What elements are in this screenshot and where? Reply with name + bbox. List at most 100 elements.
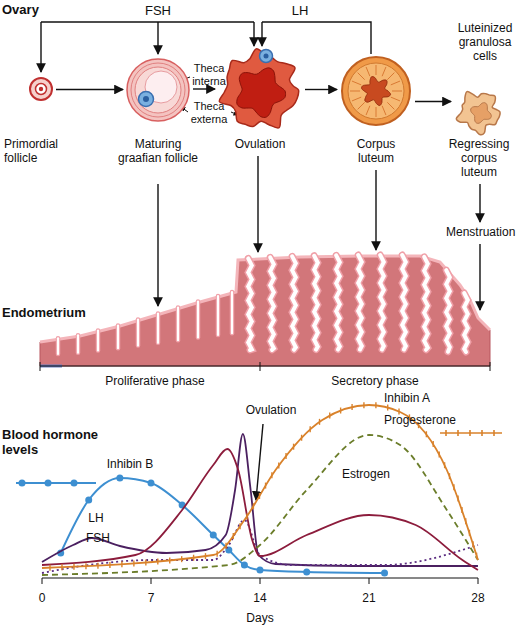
luteal-fold [352,97,361,101]
endometrial-gland [77,335,79,352]
inhibin-b-sample [16,480,96,487]
curve-tick [246,513,247,519]
fsh-arrow [157,22,158,54]
axis-tick [478,578,479,584]
luteal-fold [391,81,400,85]
curve-tick [301,435,302,441]
regressing-body [456,92,500,135]
curve-tick [285,453,286,459]
gland-rim [446,270,450,352]
panel-heading: Ovary [2,3,72,18]
stage-label: Ovulation [223,138,297,152]
event-label: Ovulation [236,404,306,418]
luteal-fold [392,91,402,92]
curve-tick [253,503,254,509]
sample-line [440,432,502,434]
inhibin-a-sample [440,430,502,436]
gland-rim [116,326,121,349]
endometrium-axis [40,362,490,371]
gland-rim [156,314,161,343]
curve-tick [97,563,98,569]
axis-tick [260,362,261,371]
gland-rim [136,320,141,346]
curve-dot [147,480,154,487]
curve-tick [233,533,234,539]
stage-arrow [305,89,337,90]
chart-axis [42,578,478,584]
axis-tick-label: 28 [464,592,492,606]
endometrial-gland [197,302,199,338]
luteal-fold [387,102,394,109]
lh-bracket [262,22,371,54]
lh-curve [42,434,478,566]
curve-tick [193,555,194,561]
luteal-fold [352,81,361,85]
lh-arrow [261,22,262,46]
down-arrow [479,244,480,310]
luteal-core [362,77,391,106]
axis-tick [42,578,43,584]
luteal-cells [348,63,404,119]
luteal-fold [358,73,365,80]
follicle-cavity [237,68,286,118]
endometrial-gland [270,257,274,349]
regressing-core [471,103,492,124]
curve-tick [472,541,473,547]
shape-outline [340,55,412,127]
axis-tick [369,578,370,584]
gland-rim [96,331,101,351]
curve-tick [319,419,320,425]
luteal-fold [376,107,377,117]
endometrial-gland [248,258,252,350]
endometrial-gland [117,326,119,349]
curve-tick [469,530,470,536]
fsh-bracket [41,21,254,22]
corpus-luteum: Corpus luteum [340,55,412,127]
shape-group [342,57,410,125]
curve-dot [85,497,92,504]
gland-rim [402,255,406,350]
curve-label: Estrogen [334,468,398,482]
down-arrow [157,184,158,306]
panel-heading: Blood hormone levels [2,428,112,458]
oocyte [36,84,47,95]
gland-rim [56,338,61,354]
curve-tick [476,553,477,559]
shape-group [219,49,298,128]
endometrial-gland [446,270,450,352]
axis-title: Days [236,612,284,626]
nucleus [143,96,149,102]
endometrium-illustration [40,255,490,366]
edge-label: Luteinized granulosa cells [452,22,518,63]
curve-dot [210,532,217,539]
curve-tick [239,523,240,529]
event-label: Menstruation [446,226,520,240]
gland-rim [230,292,235,333]
endometrium-tissue [40,256,490,366]
curve-tick [181,556,182,562]
panel-heading: Endometrium [2,306,102,321]
theca-externa [127,59,189,121]
endometrial-gland [292,256,296,349]
follicle-wall [30,78,52,100]
curve-tick [449,473,450,479]
nucleus [264,54,269,59]
curve-tick [73,564,74,570]
sample-line [16,482,96,484]
curve-label: Inhibin A [374,392,440,406]
endometrial-gland [358,255,362,350]
shape-group [30,78,52,100]
part-label: Theca interna [187,62,231,87]
curve-tick [433,441,434,447]
curve-tick [169,557,170,563]
curve-tick [109,562,110,568]
curve-tick [157,559,158,565]
estrogen-curve [42,449,478,570]
curve-tick [465,518,466,524]
down-arrow [479,184,480,222]
stage-arrow [193,88,215,89]
luteal-fold [350,91,360,92]
axis-tick-label: 7 [137,592,165,606]
curve-tick [133,561,134,567]
